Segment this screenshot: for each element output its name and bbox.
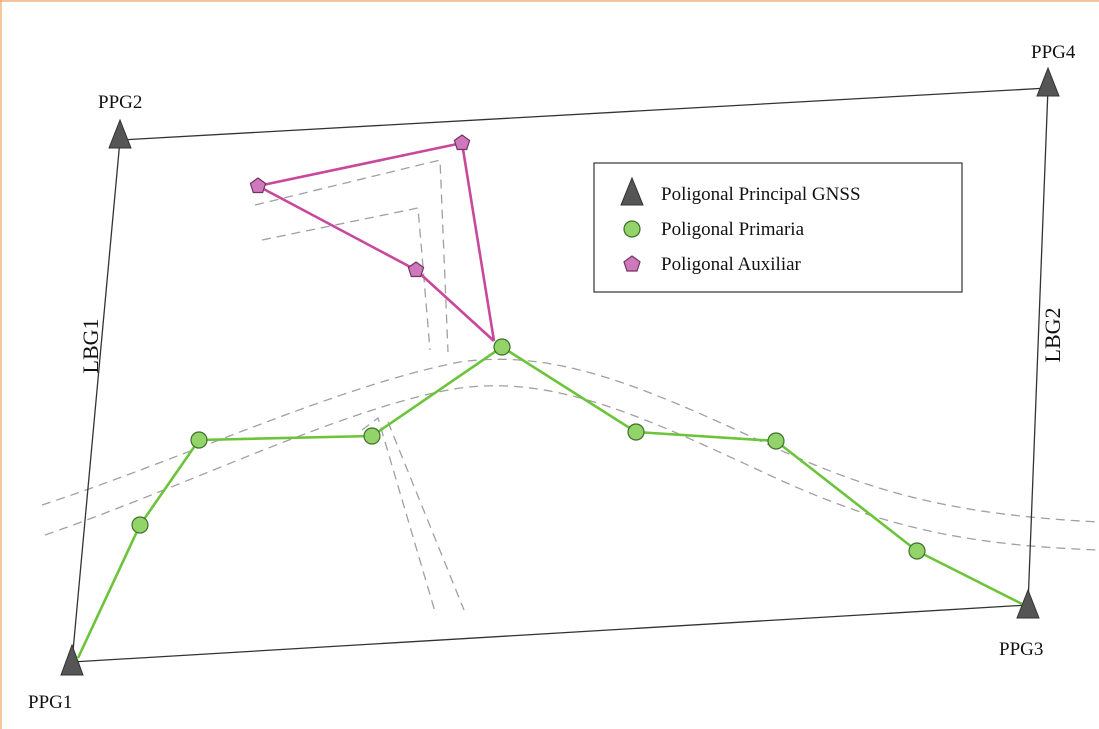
station-label-ppg3: PPG3 [999, 639, 1043, 660]
primary-traverse-line [76, 345, 1027, 659]
baseline-lbg1 [71, 139, 121, 663]
auxiliary-traverse-line [256, 141, 496, 342]
station-label-ppg4: PPG4 [1031, 42, 1076, 63]
gnss-network [71, 87, 1049, 663]
pentagon-icon [623, 255, 641, 272]
triangle-icon [60, 643, 84, 676]
primary-station [190, 431, 208, 449]
legend-label-gnss: Poligonal Principal GNSS [661, 184, 861, 205]
baseline-ppg2-ppg4 [119, 87, 1049, 141]
legend: Poligonal Principal GNSS Poligonal Prima… [593, 162, 963, 293]
road-main-lower [44, 385, 1099, 551]
triangle-icon [620, 176, 644, 206]
station-label-ppg1: PPG1 [28, 692, 72, 713]
road-north-inner [261, 207, 431, 351]
auxiliary-traverse [249, 134, 496, 342]
primary-station [131, 516, 149, 534]
primary-station [908, 542, 926, 560]
gnss-stations [60, 66, 1060, 676]
baseline-labels: LBG1 LBG2 [78, 308, 1065, 374]
baseline-label-lbg1: LBG1 [78, 319, 103, 374]
auxiliary-station [249, 177, 267, 194]
road-south-right [387, 421, 465, 611]
baseline-ppg1-ppg3 [71, 604, 1029, 663]
circle-icon [623, 220, 641, 238]
road-south-left [361, 416, 437, 616]
road-north-outer [254, 159, 449, 353]
auxiliary-station [407, 261, 425, 278]
legend-label-auxiliary: Poligonal Auxiliar [661, 254, 802, 275]
baseline-lbg2 [1027, 87, 1049, 606]
station-label-ppg2: PPG2 [98, 92, 142, 113]
triangle-icon [108, 118, 132, 149]
triangle-icon [1016, 588, 1040, 619]
triangle-icon [1036, 66, 1060, 97]
legend-box [593, 162, 963, 293]
primary-station [767, 432, 785, 450]
primary-traverse [76, 338, 1027, 659]
primary-station [363, 427, 381, 445]
baseline-label-lbg2: LBG2 [1040, 308, 1065, 363]
auxiliary-station [453, 134, 471, 151]
primary-station [493, 338, 511, 356]
road-outlines [41, 159, 1099, 616]
station-labels: PPG1 PPG2 PPG3 PPG4 [28, 42, 1076, 713]
primary-station [627, 423, 645, 441]
legend-label-primary: Poligonal Primaria [661, 219, 805, 240]
